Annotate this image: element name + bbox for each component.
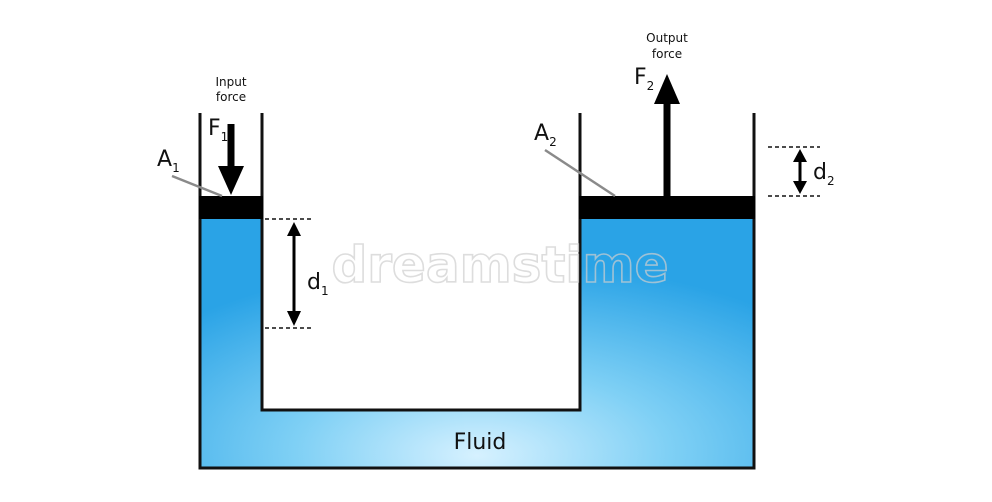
f1-label-sub: 1 — [221, 130, 229, 144]
f1-label-main: F — [208, 116, 221, 141]
d2-label-sub: 2 — [827, 174, 835, 188]
arrow-down-icon — [218, 124, 244, 195]
fluid-label: Fluid — [454, 430, 507, 455]
container-outline — [198, 113, 756, 470]
d2-label-main: d — [813, 160, 827, 185]
output-force-label-line1: Output — [646, 31, 688, 45]
a1-label-main: A — [157, 147, 172, 172]
double-arrow-vertical-icon — [793, 149, 807, 194]
d1-dimension — [265, 218, 314, 329]
d1-label-main: d — [307, 270, 321, 295]
d1-label: d1 — [307, 270, 329, 298]
a1-label-sub: 1 — [172, 161, 180, 175]
f2-label-main: F — [634, 65, 647, 90]
a2-label: A2 — [534, 121, 557, 149]
a2-label-main: A — [534, 121, 549, 146]
double-arrow-vertical-icon — [287, 222, 301, 326]
f2-label: F2 — [634, 65, 654, 93]
a1-label: A1 — [157, 147, 180, 175]
input-piston — [199, 196, 263, 219]
a2-pointer-line — [544, 148, 616, 198]
arrow-up-icon — [654, 74, 680, 196]
f1-label: F1 — [208, 116, 228, 144]
d1-label-sub: 1 — [321, 284, 329, 298]
a1-pointer-line — [171, 174, 223, 198]
output-force-label-line2: force — [652, 47, 682, 61]
a2-label-sub: 2 — [549, 135, 557, 149]
output-piston — [579, 196, 755, 219]
f2-label-sub: 2 — [647, 79, 655, 93]
watermark: dreamstime — [331, 236, 668, 294]
fluid-region — [200, 219, 754, 468]
input-force-label-line1: Input — [215, 75, 246, 89]
d2-label: d2 — [813, 160, 835, 188]
d2-dimension — [768, 146, 820, 197]
input-force-label-line2: force — [216, 90, 246, 104]
